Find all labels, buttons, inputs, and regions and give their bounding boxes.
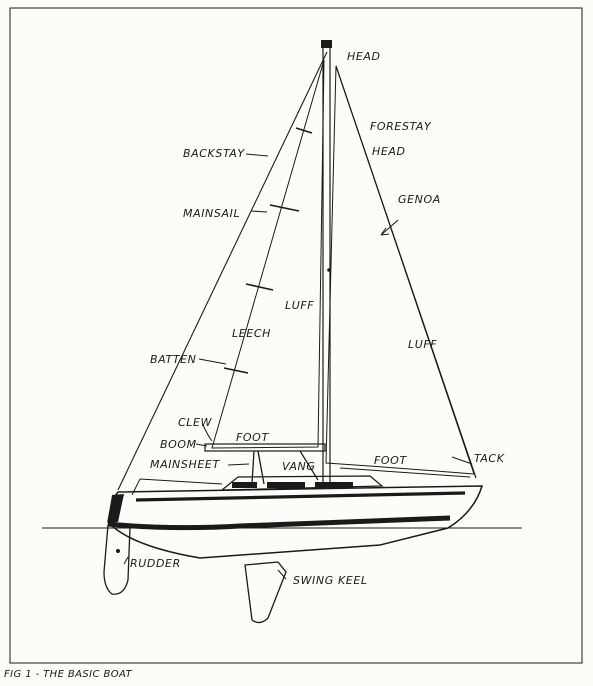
vang-line [299, 450, 319, 481]
rudder-leader [123, 556, 129, 565]
label-forestay: FORESTAY [370, 120, 432, 133]
batten-1 [295, 127, 313, 134]
hull [107, 485, 484, 559]
label-swing-keel: SWING KEEL [293, 574, 368, 587]
label-mainsheet: MAINSHEET [150, 458, 220, 471]
genoa-arrow [380, 227, 390, 236]
masthead [321, 40, 332, 48]
backstay-leader [245, 153, 269, 157]
label-luff-genoa: LUFF [408, 338, 437, 351]
boom [204, 443, 326, 452]
batten-3 [245, 283, 274, 291]
label-mainsail: MAINSAIL [183, 207, 240, 220]
label-rudder: RUDDER [130, 557, 181, 570]
label-genoa: GENOA [398, 193, 441, 206]
lifeline [339, 467, 471, 478]
mainsail-leader [250, 210, 268, 213]
label-vang: VANG [282, 460, 315, 473]
stern-rail [131, 478, 141, 496]
label-batten: BATTEN [150, 353, 197, 366]
batten-2 [269, 204, 300, 212]
forestay [335, 65, 477, 479]
rudder-pin [116, 549, 120, 553]
label-clew: CLEW [178, 416, 213, 429]
mainsheet-tackle [257, 450, 265, 485]
swing-keel [244, 561, 287, 624]
rudder [103, 524, 131, 595]
mainsail [211, 59, 325, 449]
transom [108, 494, 124, 522]
boom-leader [195, 443, 208, 447]
label-leech: LEECH [232, 327, 271, 340]
spreader-joint [327, 268, 331, 272]
page-frame [9, 7, 583, 664]
label-backstay: BACKSTAY [183, 147, 245, 160]
label-forestay-head: HEAD [372, 145, 406, 158]
label-tack: TACK [474, 452, 505, 465]
clew-leader [202, 424, 213, 442]
cabin-window-3 [315, 482, 353, 488]
genoa [325, 65, 475, 475]
mainsheet-leader [227, 463, 250, 466]
batten-leader [198, 358, 227, 365]
label-boom: BOOM [160, 438, 197, 451]
label-luff-main: LUFF [285, 299, 314, 312]
cabin-window-2 [267, 482, 305, 488]
sheer-stripe [135, 491, 466, 502]
backstay [117, 51, 328, 491]
mast [322, 44, 331, 486]
mainsheet [251, 450, 255, 485]
stern-pulpit [139, 478, 223, 485]
figure-caption: FIG 1 - THE BASIC BOAT [4, 669, 132, 680]
keel-leader [277, 569, 287, 580]
label-foot-main: FOOT [236, 431, 269, 444]
batten-4 [223, 367, 249, 374]
label-head: HEAD [347, 50, 381, 63]
tack-leader [451, 456, 473, 465]
label-foot-genoa: FOOT [374, 454, 407, 467]
cabin-window-1 [232, 482, 257, 488]
boot-stripe [107, 515, 451, 531]
